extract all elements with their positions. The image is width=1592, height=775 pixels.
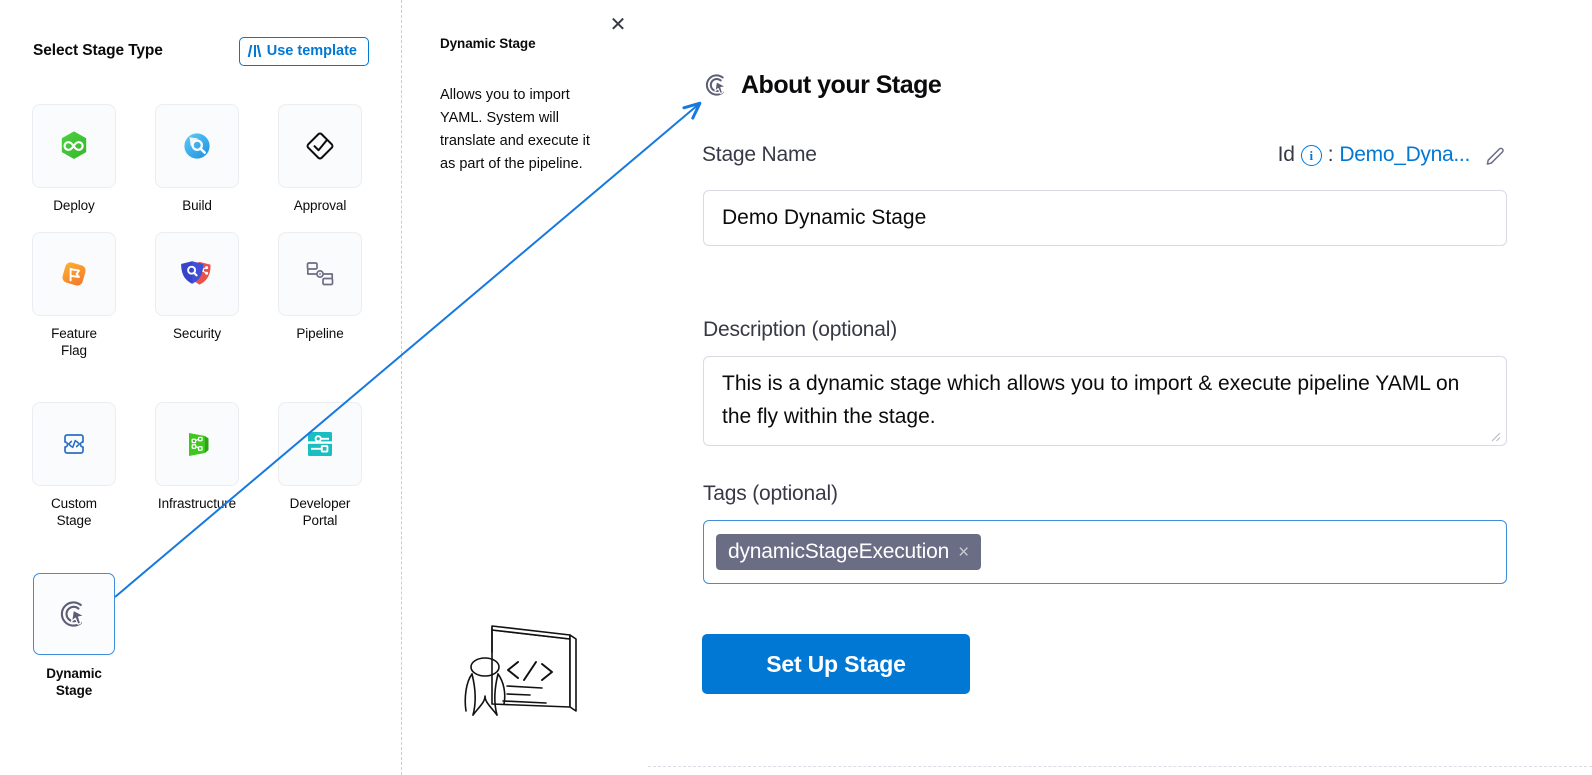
stage-label-dynamic-stage: Dynamic Stage (46, 666, 102, 698)
stage-grid-row: Feature Flag (33, 233, 373, 403)
template-bars-icon (247, 45, 262, 57)
stage-cell-custom-stage: Custom Stage (33, 403, 115, 573)
custom-stage-code-icon (64, 434, 84, 454)
info-icon[interactable]: i (1300, 144, 1322, 166)
tag-remove-icon[interactable]: × (958, 541, 970, 563)
stage-grid-row: Deploy Build (33, 105, 373, 233)
dynamic-stage-cursor-target-icon (705, 74, 727, 96)
close-icon[interactable]: ✕ (609, 14, 627, 36)
stage-label-deploy: Deploy (53, 198, 95, 213)
set-up-stage-button[interactable]: Set Up Stage (702, 634, 970, 694)
stage-cell-infrastructure: Infrastructure (156, 403, 238, 573)
stage-card-build[interactable] (156, 105, 238, 187)
stage-id-value: Demo_Dyna... (1339, 143, 1470, 166)
stage-card-dynamic-stage[interactable] (33, 573, 115, 655)
stage-cell-security: Security (156, 233, 238, 403)
bottom-divider (648, 766, 1592, 767)
stage-info-description: Allows you to import YAML. System will t… (440, 87, 590, 172)
stage-card-pipeline[interactable] (279, 233, 361, 315)
approval-diamond-check-icon (306, 132, 334, 160)
stage-card-custom-stage[interactable] (33, 403, 115, 485)
security-shields-icon (181, 261, 211, 285)
stage-card-security[interactable] (156, 233, 238, 315)
tag-chip: dynamicStageExecution × (716, 534, 982, 570)
stage-card-developer-portal[interactable] (279, 403, 361, 485)
stage-card-deploy[interactable] (33, 105, 115, 187)
use-template-button[interactable]: Use template (238, 36, 369, 66)
stage-type-panel: Select Stage Type Use template Deploy (0, 0, 402, 775)
stage-id-separator: : (1327, 143, 1334, 166)
developer-portal-panel-icon (308, 432, 332, 456)
edit-pencil-icon[interactable] (1484, 143, 1508, 167)
stage-label-feature-flag: Feature Flag (51, 326, 97, 358)
stage-cell-approval: Approval (279, 105, 361, 233)
stage-cell-deploy: Deploy (33, 105, 115, 233)
stage-card-feature-flag[interactable] (33, 233, 115, 315)
stage-type-grid: Deploy Build (33, 105, 373, 699)
page-title: Select Stage Type (33, 42, 163, 59)
stage-card-approval[interactable] (279, 105, 361, 187)
pipeline-nodes-icon (306, 262, 334, 286)
stage-cell-dynamic-stage: Dynamic Stage (33, 573, 115, 699)
description-label: Description (optional) (703, 318, 898, 341)
stage-label-developer-portal: Developer Portal (289, 496, 351, 528)
feature-flag-icon (62, 262, 86, 286)
build-magnifier-icon (184, 133, 210, 159)
tags-input[interactable]: dynamicStageExecution × (703, 520, 1507, 584)
person-presenting-code-board-sketch (464, 625, 577, 716)
stage-grid-row: Custom Stage (33, 403, 373, 573)
stage-cell-feature-flag: Feature Flag (33, 233, 115, 403)
about-stage-header: About your Stage (702, 70, 942, 100)
about-stage-title: About your Stage (741, 70, 942, 99)
stage-label-pipeline: Pipeline (296, 326, 344, 341)
stage-name-input[interactable] (703, 190, 1507, 246)
stage-cell-pipeline: Pipeline (279, 233, 361, 403)
stage-cell-build: Build (156, 105, 238, 233)
deploy-hexagon-infinity-icon (61, 131, 87, 159)
stage-id-group: Id i : Demo_Dyna... (1278, 143, 1508, 167)
stage-id-prefix: Id (1277, 143, 1295, 166)
stage-label-custom-stage: Custom Stage (51, 496, 97, 528)
stage-name-row: Stage Name Id i : Demo_Dyna... (702, 143, 1508, 167)
stage-cell-developer-portal: Developer Portal (279, 403, 361, 573)
stage-label-security: Security (173, 326, 221, 341)
stage-info-title: Dynamic Stage (440, 36, 536, 51)
stage-name-label: Stage Name (702, 143, 817, 166)
dynamic-stage-cursor-target-icon (60, 601, 85, 627)
stage-grid-row: Dynamic Stage (33, 573, 373, 699)
stage-card-infrastructure[interactable] (156, 403, 238, 485)
stage-info-panel: ✕ Dynamic Stage Allows you to import YAM… (402, 0, 640, 775)
infrastructure-nodes-icon (189, 433, 209, 456)
description-textarea[interactable]: This is a dynamic stage which allows you… (703, 356, 1507, 446)
about-stage-form: About your Stage Stage Name Id i : Demo_… (640, 0, 1592, 775)
stage-label-build: Build (182, 198, 212, 213)
stage-label-infrastructure: Infrastructure (157, 496, 237, 511)
tags-label: Tags (optional) (703, 482, 838, 505)
tag-chip-label: dynamicStageExecution (728, 540, 950, 563)
use-template-label: Use template (266, 42, 357, 59)
left-panel-header: Select Stage Type Use template (33, 36, 369, 66)
stage-label-approval: Approval (293, 198, 347, 213)
